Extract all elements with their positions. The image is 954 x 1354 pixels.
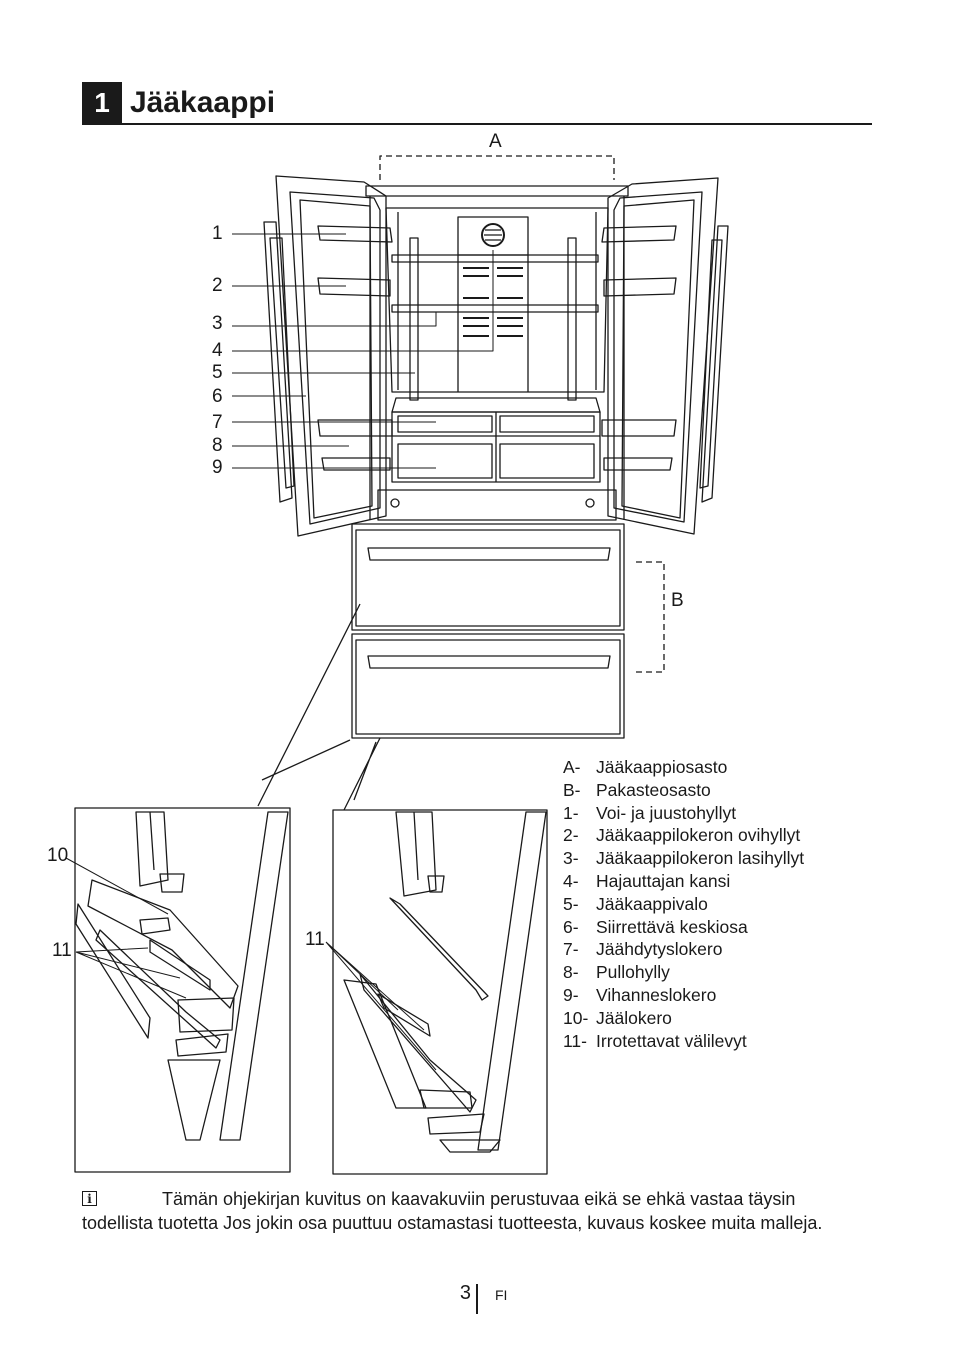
section-heading: 1 Jääkaappi [82,82,872,125]
legend-item: 5-Jääkaappivalo [563,893,708,914]
callout-3: 3 [212,313,223,334]
section-number: 1 [82,82,122,123]
legend-item: 7-Jäähdytyslokero [563,939,723,960]
callout-1: 1 [212,223,223,244]
label-a: A [489,131,502,152]
callout-4: 4 [212,340,223,361]
callout-5: 5 [212,362,223,383]
parts-legend: A-Jääkaappiosasto B-Pakasteosasto 1-Voi-… [563,756,804,1052]
callout-8: 8 [212,435,223,456]
legend-item: 3-Jääkaappilokeron lasihyllyt [563,848,805,869]
legend-item: B-Pakasteosasto [563,779,711,800]
footer-divider [476,1284,478,1314]
page-footer: 3 FI [440,1282,540,1314]
info-note: i Tämän ohjekirjan kuvitus on kaavakuvii… [82,1188,862,1235]
legend-item: 11-Irrotettavat välilevyt [563,1030,747,1051]
label-b: B [671,590,684,611]
callout-10: 10 [47,845,69,866]
legend-item: 4-Hajauttajan kansi [563,870,731,891]
page-number: 3 [459,1282,471,1304]
callout-9: 9 [212,457,223,478]
section-title: Jääkaappi [130,86,276,119]
legend-item: 6-Siirrettävä keskiosa [563,916,748,937]
legend-item: 2-Jääkaappilokeron ovihyllyt [563,825,801,846]
callout-11-right: 11 [305,929,325,950]
legend-item: 8-Pullohylly [563,962,670,983]
legend-item: 1-Voi- ja juustohyllyt [563,802,737,823]
legend-item: A-Jääkaappiosasto [563,757,728,777]
info-icon: i [82,1191,97,1206]
callout-11-left: 11 [52,940,72,961]
language-code: FI [495,1287,508,1303]
legend-item: 10-Jäälokero [563,1007,672,1028]
callout-7: 7 [212,412,223,433]
callout-6: 6 [212,386,223,407]
legend-item: 9-Vihanneslokero [563,984,717,1005]
note-text: Tämän ohjekirjan kuvitus on kaavakuviin … [82,1189,823,1233]
callout-2: 2 [212,275,223,296]
